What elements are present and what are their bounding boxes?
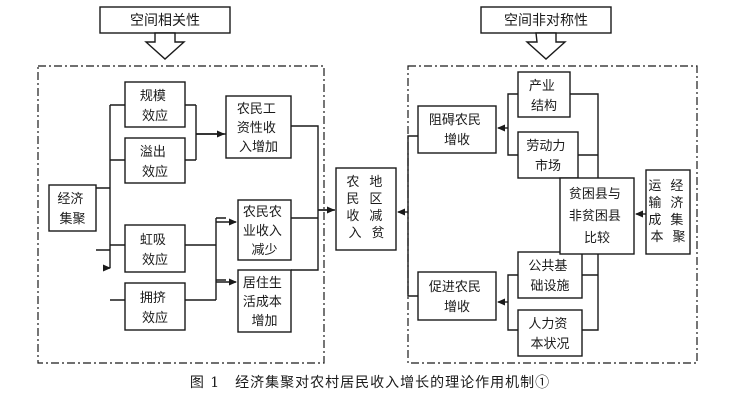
spatial-asymmetry-label: 空间非对称性 <box>504 13 588 29</box>
farm-income-decrease-label: 农民农 业收入 减少 <box>243 205 286 258</box>
spatial-correlation-down-arrow <box>144 32 186 60</box>
labor-market-label: 劳动力 市场 <box>526 138 569 174</box>
transport-cost-col2: 经 济 集 聚 <box>670 179 687 245</box>
promote-income-box <box>417 271 497 321</box>
public-infrastructure-box <box>517 251 583 299</box>
spatial-asymmetry-box <box>480 6 612 34</box>
poor-vs-nonpoor-box <box>559 177 635 255</box>
economic-agglomeration-label: 经济 集聚 <box>57 192 87 227</box>
siphon-effect-label: 虹吸 效应 <box>140 233 170 268</box>
congestion-effect-label: 拥挤 效应 <box>140 291 170 326</box>
living-cost-increase-box <box>237 269 292 333</box>
spatial-correlation-box <box>99 6 231 34</box>
figure-caption: 图 1 经济集聚对农村居民收入增长的理论作用机制① <box>189 375 551 391</box>
public-infrastructure-label: 公共基 础设施 <box>528 259 571 294</box>
poor-vs-nonpoor-label: 贫困县与 非贫困县 比较 <box>569 186 625 246</box>
left-frame <box>37 65 325 364</box>
labor-market-box <box>517 131 579 179</box>
right-frame <box>407 65 698 364</box>
promote-factor-connectors <box>507 274 518 331</box>
migrant-wage-income-box <box>225 95 292 159</box>
human-capital-label: 人力资 本状况 <box>528 317 571 352</box>
right-to-center-connector <box>407 135 418 297</box>
spillover-effect-label: 溢出 效应 <box>140 145 170 180</box>
siphon-effect-box <box>124 224 186 273</box>
migrant-wage-income-label: 农民工 资性收 入增加 <box>237 102 280 155</box>
regional-poverty-col2: 地 区 减 贫 <box>369 175 386 241</box>
human-capital-box <box>517 309 583 357</box>
economic-agglomeration-box <box>48 184 97 232</box>
scale-effect-label: 规模 效应 <box>140 89 170 124</box>
hinder-income-label: 阻碍农民 增收 <box>429 113 485 148</box>
spillover-effect-box <box>124 137 186 184</box>
promote-income-label: 促进农民 增收 <box>429 280 485 315</box>
transport-cost-box <box>645 169 691 255</box>
comparison-connectors <box>570 93 599 331</box>
living-cost-increase-label: 居住生 活成本 增加 <box>243 276 286 329</box>
spatial-correlation-label: 空间相关性 <box>130 13 200 29</box>
spatial-asymmetry-down-arrow <box>525 32 567 60</box>
industry-structure-label: 产业 结构 <box>529 79 559 114</box>
congestion-effect-box <box>124 282 186 331</box>
scale-effect-box <box>124 81 186 128</box>
transport-cost-col1: 运 输 成 本 <box>648 179 665 245</box>
regional-poverty-box <box>335 167 397 251</box>
hinder-income-box <box>417 105 497 154</box>
farm-income-decrease-box <box>237 199 292 261</box>
hinder-factor-connectors <box>507 93 518 156</box>
regional-poverty-col1: 农 民 收 入 <box>346 175 363 241</box>
